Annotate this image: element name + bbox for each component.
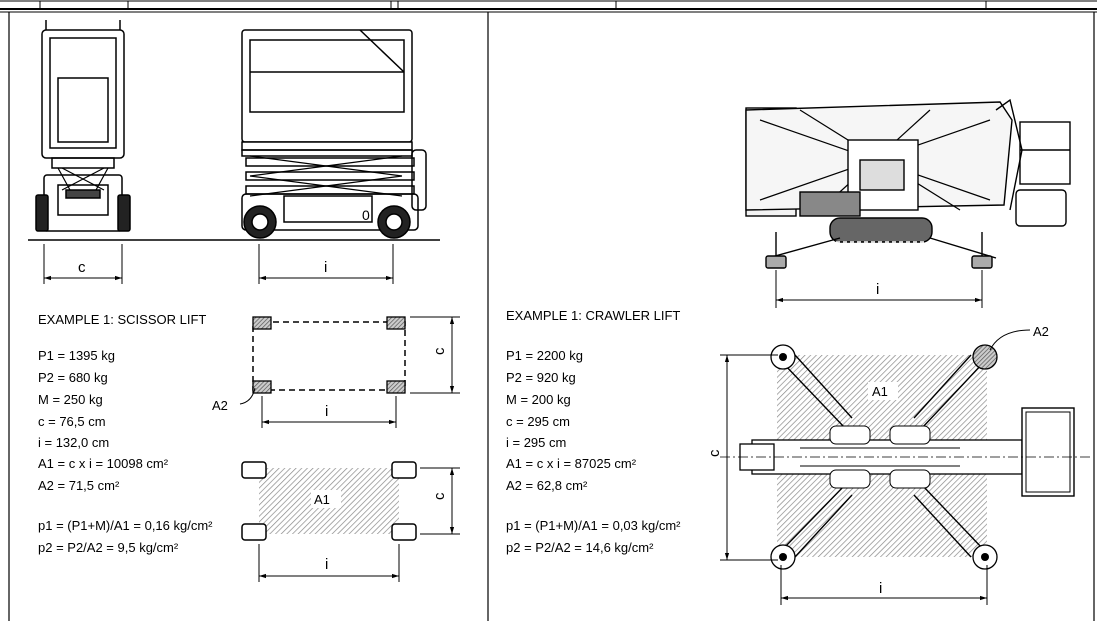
crawler-dim-i-top-label: i xyxy=(876,281,879,298)
scissor-title: EXAMPLE 1: SCISSOR LIFT xyxy=(38,312,206,327)
scissor-footprint-c-label: c xyxy=(431,347,448,355)
crawler-spec-line: P2 = 920 kg xyxy=(506,370,576,385)
crawler-dim-i-bottom-label: i xyxy=(879,580,882,597)
scissor-footprint2-i-label: i xyxy=(325,556,328,573)
crawler-spec-line: M = 200 kg xyxy=(506,392,571,407)
crawler-a1-label: A1 xyxy=(872,384,888,399)
scissor-side-view: 0 xyxy=(241,29,427,239)
panel-frame xyxy=(8,12,1095,621)
crawler-specs: P1 = 2200 kg P2 = 920 kg M = 200 kg c = … xyxy=(506,348,681,555)
scissor-footprint2-c-label: c xyxy=(431,492,448,500)
crawler-footprint xyxy=(720,329,1090,605)
scissor-spec-line: A1 = c x i = 10098 cm² xyxy=(38,456,169,471)
crawler-a2-label: A2 xyxy=(1033,324,1049,339)
scissor-specs: P1 = 1395 kg P2 = 680 kg M = 250 kg c = … xyxy=(38,348,213,555)
scissor-dim-c-label: c xyxy=(78,259,86,276)
scissor-front-view xyxy=(35,20,131,232)
scissor-pressure-line: p1 = (P1+M)/A1 = 0,16 kg/cm² xyxy=(38,518,213,533)
top-table-strip xyxy=(0,0,1097,13)
crawler-spec-line: A2 = 62,8 cm² xyxy=(506,478,588,493)
crawler-side-view xyxy=(745,98,1071,269)
scissor-a1-label: A1 xyxy=(314,492,330,507)
scissor-footprint-hatched xyxy=(241,461,460,582)
crawler-spec-line: i = 295 cm xyxy=(506,435,566,450)
scissor-spec-line: A2 = 71,5 cm² xyxy=(38,478,120,493)
scissor-dim-i-label: i xyxy=(324,259,327,276)
scissor-spec-line: c = 76,5 cm xyxy=(38,414,106,429)
scissor-dim-c-horizontal xyxy=(43,244,123,284)
scissor-pressure-line: p2 = P2/A2 = 9,5 kg/cm² xyxy=(38,540,179,555)
scissor-spec-line: P2 = 680 kg xyxy=(38,370,108,385)
crawler-spec-line: P1 = 2200 kg xyxy=(506,348,583,363)
crawler-dim-i-top xyxy=(775,270,983,308)
scissor-spec-line: M = 250 kg xyxy=(38,392,103,407)
scissor-footprint-i-label: i xyxy=(325,403,328,420)
crawler-title: EXAMPLE 1: CRAWLER LIFT xyxy=(506,308,680,323)
crawler-spec-line: A1 = c x i = 87025 cm² xyxy=(506,456,637,471)
scissor-spec-line: i = 132,0 cm xyxy=(38,435,109,450)
crawler-spec-line: c = 295 cm xyxy=(506,414,570,429)
scissor-a2-label: A2 xyxy=(212,398,228,413)
scissor-footprint-dashed xyxy=(239,316,460,428)
crawler-dim-c-label: c xyxy=(706,449,723,457)
svg-text:0: 0 xyxy=(362,207,370,223)
scissor-spec-line: P1 = 1395 kg xyxy=(38,348,115,363)
crawler-pressure-line: p2 = P2/A2 = 14,6 kg/cm² xyxy=(506,540,654,555)
crawler-pressure-line: p1 = (P1+M)/A1 = 0,03 kg/cm² xyxy=(506,518,681,533)
scissor-dim-i-horizontal xyxy=(258,244,394,284)
